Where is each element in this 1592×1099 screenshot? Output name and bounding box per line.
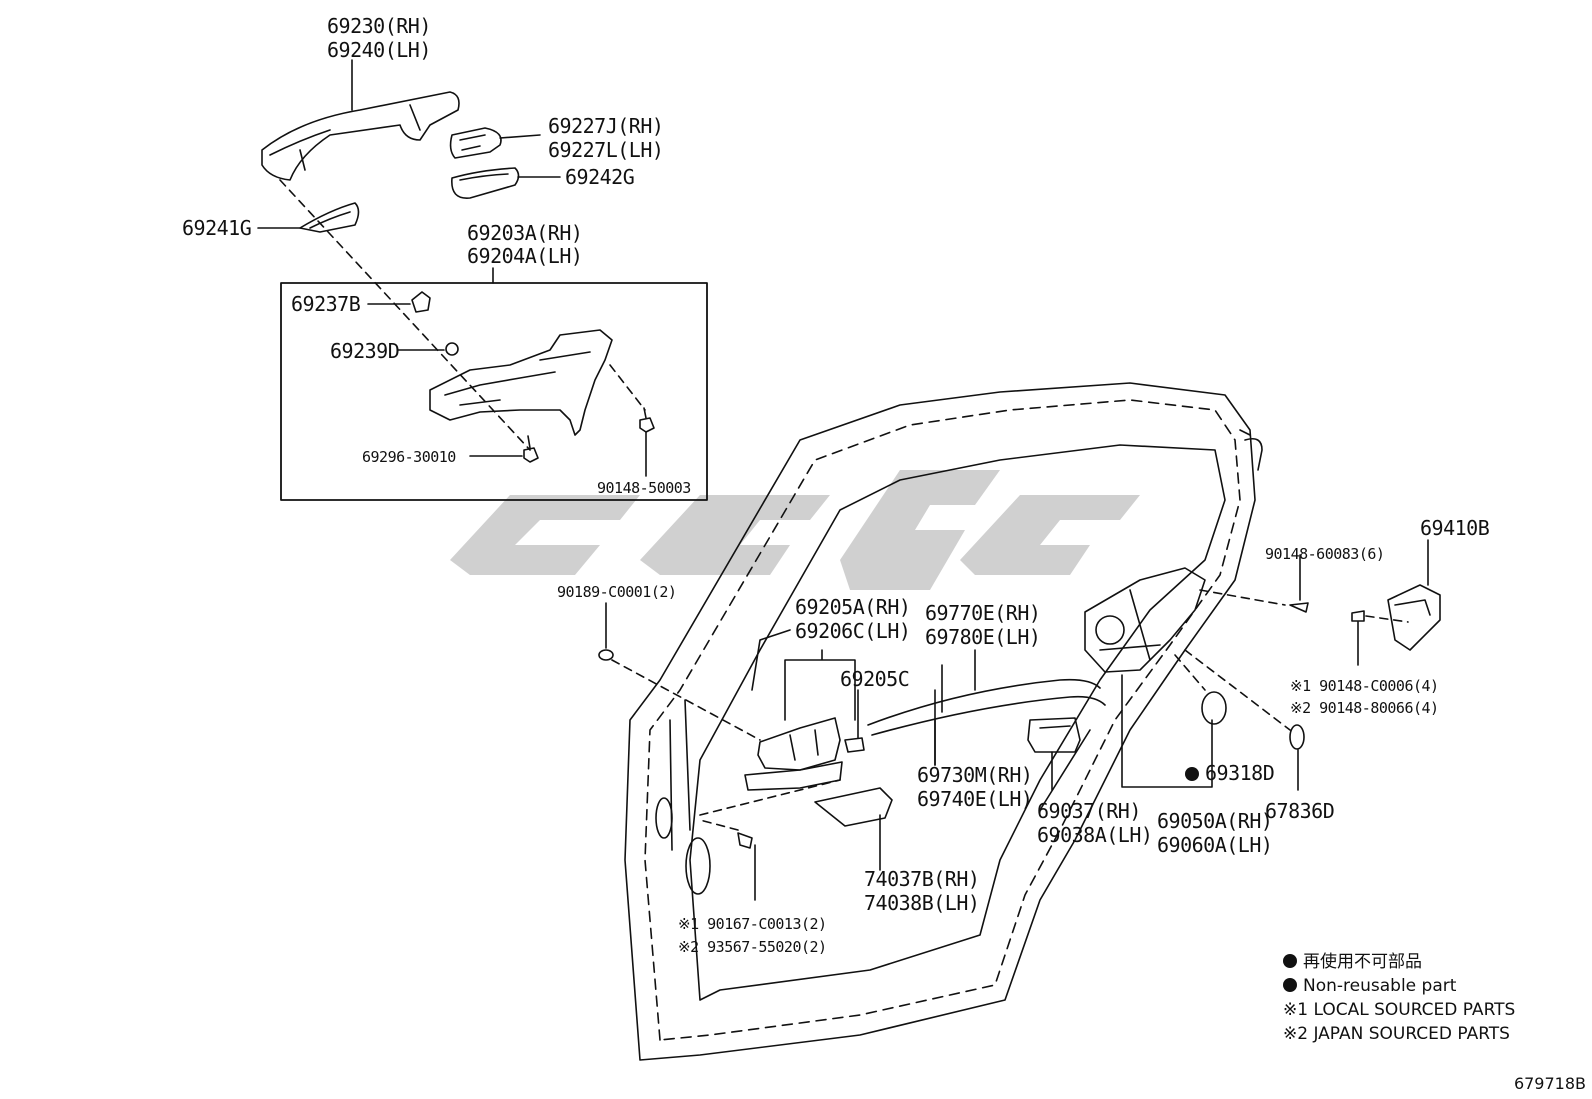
cap-69205C [844,737,865,753]
screw-90148-50003 [639,407,655,433]
label-69050A: 69050A(RH) [1157,809,1273,833]
label-69239D: 69239D [330,339,400,363]
label-69038A: 69038A(LH) [1037,823,1153,847]
screw-69296 [523,435,539,463]
label-74037B: 74037B(RH) [864,867,980,891]
legend-dot-icon [1283,978,1297,992]
label-69410B: 69410B [1420,516,1490,540]
legend-japan: ※2 JAPAN SOURCED PARTS [1283,1024,1510,1044]
dashed-axis-1 [279,179,531,451]
label-69240: 69240(LH) [327,38,431,62]
cable-69730M-2 [871,695,1106,736]
label-90148-80066: ※2 90148-80066(4) [1290,699,1439,717]
screw-90167 [737,832,753,849]
cover-74037B [814,787,893,827]
leader-69770E [934,649,976,766]
label-69230: 69230(RH) [327,14,431,38]
label-67836D: 67836D [1265,799,1335,823]
watermark-logo [450,470,1140,590]
label-69296: 69296-30010 [362,448,456,466]
label-69205A: 69205A(RH) [795,595,911,619]
non-reusable-dot-icon [1185,767,1199,781]
label-93567: ※2 93567-55020(2) [678,938,827,956]
outside-handle-drawing [261,91,460,181]
label-90148-50003: 90148-50003 [597,479,691,497]
bracket-69205A [784,649,856,721]
label-69318D: 69318D [1185,761,1275,785]
door-lock-drawing [1084,567,1206,673]
legend-en-text: Non-reusable part [1303,976,1457,996]
leader-69037-b [1039,729,1091,811]
label-69770E: 69770E(RH) [925,601,1041,625]
label-69730M: 69730M(RH) [917,763,1033,787]
legend: 再使用不可部品 Non-reusable part ※1 LOCAL SOURC… [1283,950,1515,1046]
label-69205C: 69205C [840,667,910,691]
legend-en: Non-reusable part [1283,974,1515,998]
screw-90148-60083 [1289,602,1309,613]
label-69060A: 69060A(LH) [1157,833,1273,857]
label-69206C: 69206C(LH) [795,619,911,643]
bracket-69050A [1121,674,1213,788]
label-69227L: 69227L(LH) [548,138,664,162]
label-69318D-text: 69318D [1205,761,1275,785]
label-69241G: 69241G [182,216,252,240]
clip-69239D [445,342,459,356]
reference-number: 679718B [1513,1074,1586,1093]
label-69242G: 69242G [565,165,635,189]
striker-69410B [1387,584,1441,651]
screw-90148-C0006 [1351,610,1365,622]
frame-box [280,282,708,501]
legend-local: ※1 LOCAL SOURCED PARTS [1283,1000,1516,1020]
label-69227J: 69227J(RH) [548,114,664,138]
bracket-69037 [1027,717,1081,753]
label-74038B: 74038B(LH) [864,891,980,915]
label-90148-60083: 90148-60083(6) [1265,545,1385,563]
label-69204A: 69204A(LH) [467,244,583,268]
pin-69237B [411,291,431,313]
inside-handle-drawing [744,717,843,791]
cable-69730M [867,678,1101,726]
key-cap-drawing [449,127,502,159]
legend-jp-text: 再使用不可部品 [1303,952,1422,972]
legend-jp: 再使用不可部品 [1283,950,1515,974]
label-69780E: 69780E(LH) [925,625,1041,649]
frame-assembly-drawing [429,329,613,436]
leader-69206C [751,629,791,691]
label-90167: ※1 90167-C0013(2) [678,915,827,933]
label-90189: 90189-C0001(2) [557,583,677,601]
label-69237B: 69237B [291,292,361,316]
label-69740E: 69740E(LH) [917,787,1033,811]
door-outline-drawing [624,382,1263,1061]
legend-dot-icon [1283,954,1297,968]
small-gasket-drawing [299,202,360,233]
ring-69318D [1201,691,1227,725]
label-69203A: 69203A(RH) [467,221,583,245]
leader-69227J [499,134,541,139]
seal-67836D [1289,724,1305,750]
gasket-drawing [451,167,520,199]
clip-90189 [598,649,614,661]
label-90148-C0006: ※1 90148-C0006(4) [1290,677,1439,695]
label-69037: 69037(RH) [1037,799,1141,823]
